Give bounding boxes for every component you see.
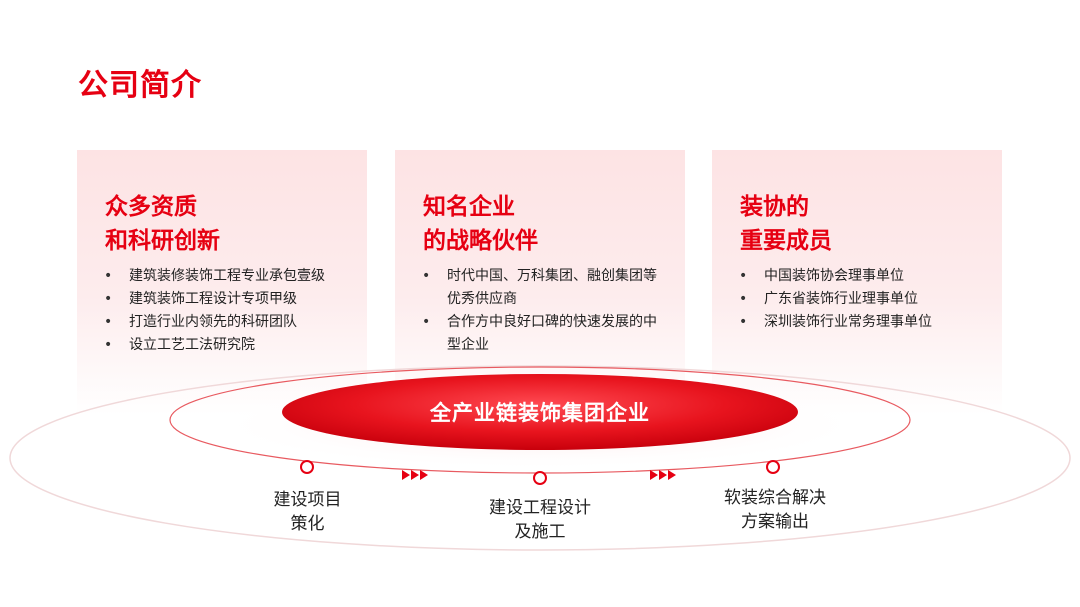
list-item: 合作方中良好口碑的快速发展的中型企业 — [419, 311, 657, 357]
page-title: 公司简介 — [78, 68, 202, 103]
card-list: 中国装饰协会理事单位 广东省装饰行业理事单位 深圳装饰行业常务理事单位 — [736, 265, 932, 334]
arrow-icon-1 — [402, 470, 428, 480]
list-item: 深圳装饰行业常务理事单位 — [736, 311, 932, 334]
step-label-line2: 及施工 — [514, 522, 566, 542]
card-heading-line2: 和科研创新 — [105, 228, 220, 254]
card-heading: 装协的 重要成员 — [740, 190, 832, 258]
card-list: 时代中国、万科集团、融创集团等优秀供应商 合作方中良好口碑的快速发展的中型企业 — [419, 265, 657, 357]
card-list: 建筑装修装饰工程专业承包壹级 建筑装饰工程设计专项甲级 打造行业内领先的科研团队… — [101, 265, 325, 357]
list-item: 设立工艺工法研究院 — [101, 334, 325, 357]
card-association: 装协的 重要成员 中国装饰协会理事单位 广东省装饰行业理事单位 深圳装饰行业常务… — [712, 150, 1002, 415]
list-item: 建筑装饰工程设计专项甲级 — [101, 288, 325, 311]
step-label-line2: 策化 — [290, 514, 325, 534]
step-label-line2: 方案输出 — [741, 512, 809, 532]
card-partners: 知名企业 的战略伙伴 时代中国、万科集团、融创集团等优秀供应商 合作方中良好口碑… — [395, 150, 685, 415]
card-heading: 众多资质 和科研创新 — [105, 190, 220, 258]
card-heading-line1: 知名企业 — [423, 194, 515, 220]
card-heading-line2: 重要成员 — [740, 228, 832, 254]
arrow-icon-2 — [650, 470, 676, 480]
list-item: 中国装饰协会理事单位 — [736, 265, 932, 288]
step-soft-furnishing: 软装综合解决 方案输出 — [700, 486, 850, 534]
hub-ellipse — [282, 374, 798, 450]
card-heading-line2: 的战略伙伴 — [423, 228, 538, 254]
step-design-construction: 建设工程设计 及施工 — [470, 496, 610, 544]
hub-label: 全产业链装饰集团企业 — [430, 401, 650, 425]
step-project-planning: 建设项目 策化 — [240, 488, 375, 536]
card-heading-line1: 众多资质 — [105, 194, 197, 220]
outer-ring — [9, 365, 1071, 551]
card-qualifications: 众多资质 和科研创新 建筑装修装饰工程专业承包壹级 建筑装饰工程设计专项甲级 打… — [77, 150, 367, 415]
step-label-line1: 建设项目 — [273, 490, 342, 510]
step-dot-1 — [300, 460, 314, 474]
step-label-line1: 软装综合解决 — [724, 488, 826, 508]
list-item: 打造行业内领先的科研团队 — [101, 311, 325, 334]
list-item: 广东省装饰行业理事单位 — [736, 288, 932, 311]
step-label-line1: 建设工程设计 — [489, 498, 591, 518]
step-dot-2 — [533, 471, 547, 485]
list-item: 时代中国、万科集团、融创集团等优秀供应商 — [419, 265, 657, 311]
list-item: 建筑装修装饰工程专业承包壹级 — [101, 265, 325, 288]
card-heading-line1: 装协的 — [740, 194, 809, 220]
step-dot-3 — [766, 460, 780, 474]
card-heading: 知名企业 的战略伙伴 — [423, 190, 538, 258]
